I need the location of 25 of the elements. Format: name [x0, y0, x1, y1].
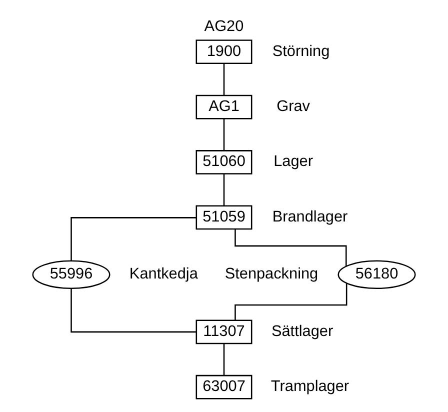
- connector: [234, 283, 348, 320]
- node-label: Sättlager: [271, 322, 334, 340]
- node-ellipse: 55996: [32, 260, 110, 290]
- connector: [223, 344, 225, 376]
- node-label: Brandlager: [272, 208, 348, 226]
- node-ellipse: 56180: [338, 260, 416, 290]
- node-label: Lager: [274, 153, 313, 170]
- node-box: 51059: [196, 205, 252, 230]
- connector: [70, 288, 196, 333]
- node-box: 1900: [196, 40, 252, 64]
- node-box: 63007: [196, 374, 252, 400]
- node-box: 51060: [196, 150, 252, 174]
- connector: [70, 217, 196, 261]
- connector: [223, 64, 225, 96]
- node-label: Tramplager: [270, 378, 350, 396]
- connector: [234, 229, 347, 266]
- node-label: Kantkedja: [129, 266, 198, 283]
- connector: [223, 118, 225, 151]
- node-box: 11307: [196, 320, 252, 344]
- node-label: Grav: [276, 98, 310, 116]
- diagram-title: AG20: [204, 18, 244, 35]
- node-label: Stenpackning: [224, 266, 318, 283]
- node-label: Störning: [272, 42, 330, 60]
- node-box: AG1: [196, 94, 252, 120]
- connector: [223, 174, 225, 206]
